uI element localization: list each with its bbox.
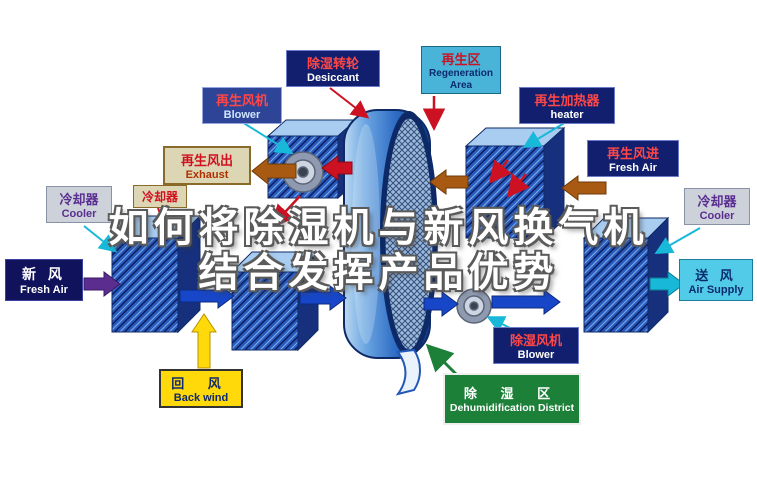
label-regen-heater-cn: 再生加热器 [534,93,600,108]
label-regen-fresh-air-cn: 再生风进 [606,146,659,161]
label-exhaust: 再生风出 Exhaust [163,146,251,185]
label-dehumid-district-cn: 除 湿 区 [463,386,561,402]
label-air-supply: 送 风 Air Supply [679,259,753,301]
label-cooler-left-cn: 冷却器 [59,192,99,207]
label-cooler-left: 冷却器 Cooler [46,186,112,223]
label-cooler-right-en: Cooler [699,210,735,222]
regen-blower-fan [282,151,324,193]
title-line-1: 如何将除湿机与新风换气机 [108,206,649,250]
arrow-air-supply-teal [649,271,685,297]
label-regen-area-en: Regeneration Area [429,68,493,91]
label-back-wind-cn: 回 风 [171,376,231,391]
label-regen-blower-en: Blower [223,109,261,121]
rotor-wheel [343,109,438,359]
heater-internal-arrows [270,159,530,228]
page-title: 如何将除湿机与新风换气机 结合发挥产品优势 [0,206,757,296]
label-back-wind: 回 风 Back wind [159,369,243,408]
label-back-wind-en: Back wind [173,392,229,404]
label-cooler-right: 冷却器 Cooler [684,188,750,225]
label-desiccant: 除湿转轮 Desiccant [286,50,380,87]
label-regen-fresh-air: 再生风进 Fresh Air [587,140,679,177]
arrow-regen-red-into-fan [321,155,353,181]
arrow-fresh-air-purple [83,271,121,297]
label-desiccant-cn: 除湿转轮 [306,56,359,71]
arrow-fresh-to-heater-brown [561,175,607,201]
label-regen-blower: 再生风机 Blower [202,87,282,124]
label-regen-fresh-air-en: Fresh Air [609,162,657,174]
label-cooler-small-cn: 冷却器 [141,190,178,204]
label-dehumid-blower: 除湿风机 Blower [493,327,579,364]
label-air-supply-cn: 送 风 [695,267,737,283]
label-regen-area: 再生区 Regeneration Area [421,46,501,94]
label-regen-blower-cn: 再生风机 [215,93,268,108]
label-exhaust-cn: 再生风出 [180,153,233,168]
label-leaders [83,87,701,378]
arrow-heater-to-rotor-brown [429,169,469,195]
label-dehumid-blower-cn: 除湿风机 [509,333,562,348]
label-regen-area-cn: 再生区 [441,52,481,67]
label-dehumid-district: 除 湿 区 Dehumidification District [443,373,581,425]
arrow-process-blue-1 [179,283,235,309]
label-fresh-air-cn: 新 风 [22,266,66,282]
label-cooler-right-cn: 冷却器 [697,194,737,209]
label-dehumid-blower-en: Blower [517,349,555,361]
left-outer-duct [110,214,202,334]
label-cooler-left-en: Cooler [61,208,97,220]
label-air-supply-en: Air Supply [688,283,744,296]
label-regen-heater: 再生加热器 heater [519,87,615,124]
arrow-process-blue-2 [299,285,347,311]
label-cooler-small: 冷却器 [133,185,187,208]
arrow-process-blue-4 [491,289,561,315]
label-desiccant-en: Desiccant [307,72,359,84]
label-fresh-air: 新 风 Fresh Air [5,259,83,301]
label-regen-heater-en: heater [550,109,584,121]
title-line-2: 结合发挥产品优势 [198,250,559,295]
label-fresh-air-en: Fresh Air [20,284,68,296]
arrow-process-blue-3 [423,291,459,317]
label-dehumid-district-en: Dehumidification District [449,402,575,415]
label-exhaust-en: Exhaust [185,169,229,181]
rotor-tag [395,348,421,396]
arrow-exhaust-brown [251,156,297,186]
dehumid-fan [456,288,492,324]
arrow-back-wind-yellow [191,313,217,369]
